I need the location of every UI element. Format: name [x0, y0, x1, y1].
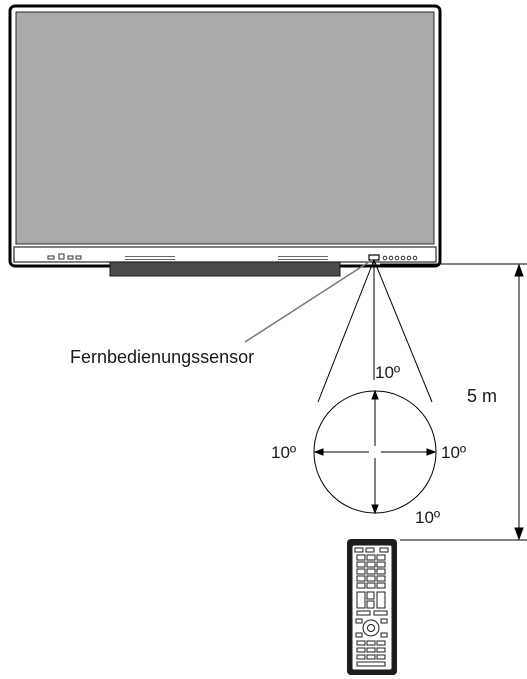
sensor-leader-line: [244, 259, 373, 343]
distance-dimension: [380, 263, 527, 541]
speaker-grille-left: [125, 256, 175, 260]
reception-cone: [313, 259, 437, 514]
monitor-right-buttons: [382, 255, 418, 261]
remote-sensor: [368, 254, 380, 261]
speaker-bar: [109, 261, 341, 277]
remote-control: [347, 539, 397, 675]
angle-label-bottom: 10º: [415, 508, 440, 527]
angle-label-top: 10º: [375, 363, 400, 382]
remote-buttons: [354, 547, 389, 616]
monitor-screen: [15, 11, 435, 245]
distance-label: 5 m: [467, 386, 497, 406]
monitor-left-buttons: [47, 253, 82, 260]
display-monitor: [8, 4, 442, 277]
remote-lower-buttons: [356, 640, 386, 667]
remote-nav-pad: [355, 618, 388, 638]
angle-label-right: 10º: [441, 443, 466, 462]
sensor-label: Fernbedienungssensor: [70, 347, 254, 367]
speaker-grille-right: [278, 256, 328, 260]
angle-label-left: 10º: [271, 443, 296, 462]
direction-arrows: [313, 389, 437, 515]
